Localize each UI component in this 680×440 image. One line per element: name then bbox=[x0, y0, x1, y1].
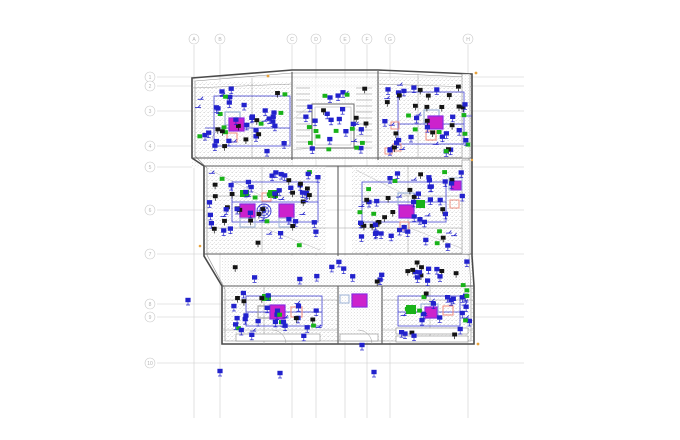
grid-bubble-label: A bbox=[192, 37, 196, 43]
grid-bubble-4[interactable]: 4 bbox=[144, 140, 156, 152]
device-symbol bbox=[278, 110, 284, 115]
device-symbol bbox=[221, 125, 227, 130]
device-symbol bbox=[464, 288, 470, 293]
grid-bubble-label: 7 bbox=[149, 252, 152, 258]
device-symbol bbox=[326, 147, 332, 152]
device-symbol bbox=[277, 370, 283, 379]
device-symbol bbox=[223, 94, 228, 99]
device-symbol bbox=[359, 342, 365, 351]
device-symbol bbox=[434, 241, 440, 246]
device-symbol bbox=[443, 149, 449, 154]
device-symbol bbox=[344, 92, 350, 97]
device-symbol bbox=[258, 121, 264, 126]
grid-bubble-C[interactable]: C bbox=[286, 33, 298, 45]
grid-bubble-label: 5 bbox=[149, 165, 152, 171]
grid-bubble-label: 6 bbox=[149, 208, 152, 214]
grid-bubble-10[interactable]: 10 bbox=[144, 357, 156, 369]
grid-bubble-9[interactable]: 9 bbox=[144, 311, 156, 323]
device-symbol bbox=[366, 187, 371, 192]
device-symbol bbox=[460, 283, 466, 288]
device-symbol bbox=[217, 368, 223, 377]
grid-bubble-label: B bbox=[218, 37, 222, 43]
device-symbol bbox=[306, 125, 312, 130]
device-symbol bbox=[406, 113, 411, 118]
device-symbol bbox=[308, 140, 313, 145]
device-symbol bbox=[333, 128, 339, 133]
grid-bubble-8[interactable]: 8 bbox=[144, 298, 156, 310]
device-symbol bbox=[421, 295, 427, 300]
device-symbol bbox=[464, 293, 470, 298]
grid-bubble-B[interactable]: B bbox=[214, 33, 226, 45]
device-symbol bbox=[371, 211, 377, 216]
device-symbol bbox=[360, 140, 365, 145]
grid-bubble-label: 9 bbox=[149, 315, 152, 321]
device-symbol bbox=[315, 134, 321, 139]
grid-bubble-label: 2 bbox=[149, 84, 152, 90]
device-symbol bbox=[252, 195, 258, 200]
grid-bubble-2[interactable]: 2 bbox=[144, 80, 156, 92]
orange-markers bbox=[198, 71, 480, 346]
grid-bubble-7[interactable]: 7 bbox=[144, 248, 156, 260]
device-symbol bbox=[357, 210, 363, 215]
device-symbol bbox=[412, 127, 418, 132]
device-symbol bbox=[264, 219, 270, 224]
grid-bubble-label: G bbox=[388, 37, 392, 43]
grid-bubble-label: E bbox=[343, 37, 347, 43]
grid-bubble-A[interactable]: A bbox=[188, 33, 200, 45]
device-symbol bbox=[277, 312, 282, 317]
device-symbol bbox=[442, 170, 447, 175]
device-symbol bbox=[404, 306, 410, 311]
device-symbol bbox=[436, 130, 442, 134]
device-symbol bbox=[197, 134, 203, 139]
device-symbol bbox=[437, 229, 442, 234]
grid-bubbles-horizontal: A B C D E F G H bbox=[188, 33, 474, 45]
device-symbol bbox=[282, 92, 288, 97]
device-symbol bbox=[465, 142, 471, 147]
device-symbol bbox=[266, 192, 272, 197]
grid-bubble-label: 3 bbox=[149, 109, 152, 115]
device-symbol bbox=[349, 126, 355, 131]
device-symbol bbox=[371, 369, 377, 378]
grid-bubble-label: 10 bbox=[147, 361, 153, 367]
grid-bubble-1[interactable]: 1 bbox=[144, 71, 156, 83]
device-symbol bbox=[392, 179, 398, 183]
device-symbol bbox=[354, 145, 360, 150]
grid-bubble-label: 1 bbox=[149, 75, 152, 81]
grid-bubble-5[interactable]: 5 bbox=[144, 161, 156, 173]
grid-bubble-H[interactable]: H bbox=[462, 33, 474, 45]
grid-bubble-F[interactable]: F bbox=[361, 33, 373, 45]
grid-bubble-6[interactable]: 6 bbox=[144, 204, 156, 216]
device-symbol bbox=[311, 323, 316, 328]
grid-bubble-label: C bbox=[290, 37, 294, 43]
device-symbol bbox=[417, 308, 422, 313]
grid-bubble-label: 4 bbox=[149, 144, 152, 150]
device-symbol bbox=[296, 243, 302, 248]
device-symbol bbox=[461, 113, 467, 118]
device-symbol bbox=[322, 93, 328, 98]
grid-bubble-G[interactable]: G bbox=[384, 33, 396, 45]
grid-bubble-3[interactable]: 3 bbox=[144, 105, 156, 117]
grid-bubble-E[interactable]: E bbox=[339, 33, 351, 45]
grid-bubble-label: F bbox=[365, 37, 368, 43]
grid-bubble-D[interactable]: D bbox=[310, 33, 322, 45]
grid-bubble-label: H bbox=[466, 37, 470, 43]
grid-bubble-label: D bbox=[314, 37, 318, 43]
device-symbol bbox=[463, 318, 468, 323]
device-symbol bbox=[217, 112, 223, 116]
device-symbol bbox=[462, 131, 468, 136]
grid-bubbles-vertical: 1 2 3 4 5 6 7 8 9 10 bbox=[144, 71, 156, 369]
device-symbol bbox=[313, 129, 319, 133]
device-symbol bbox=[219, 176, 225, 181]
grid-bubble-label: 8 bbox=[149, 302, 152, 308]
